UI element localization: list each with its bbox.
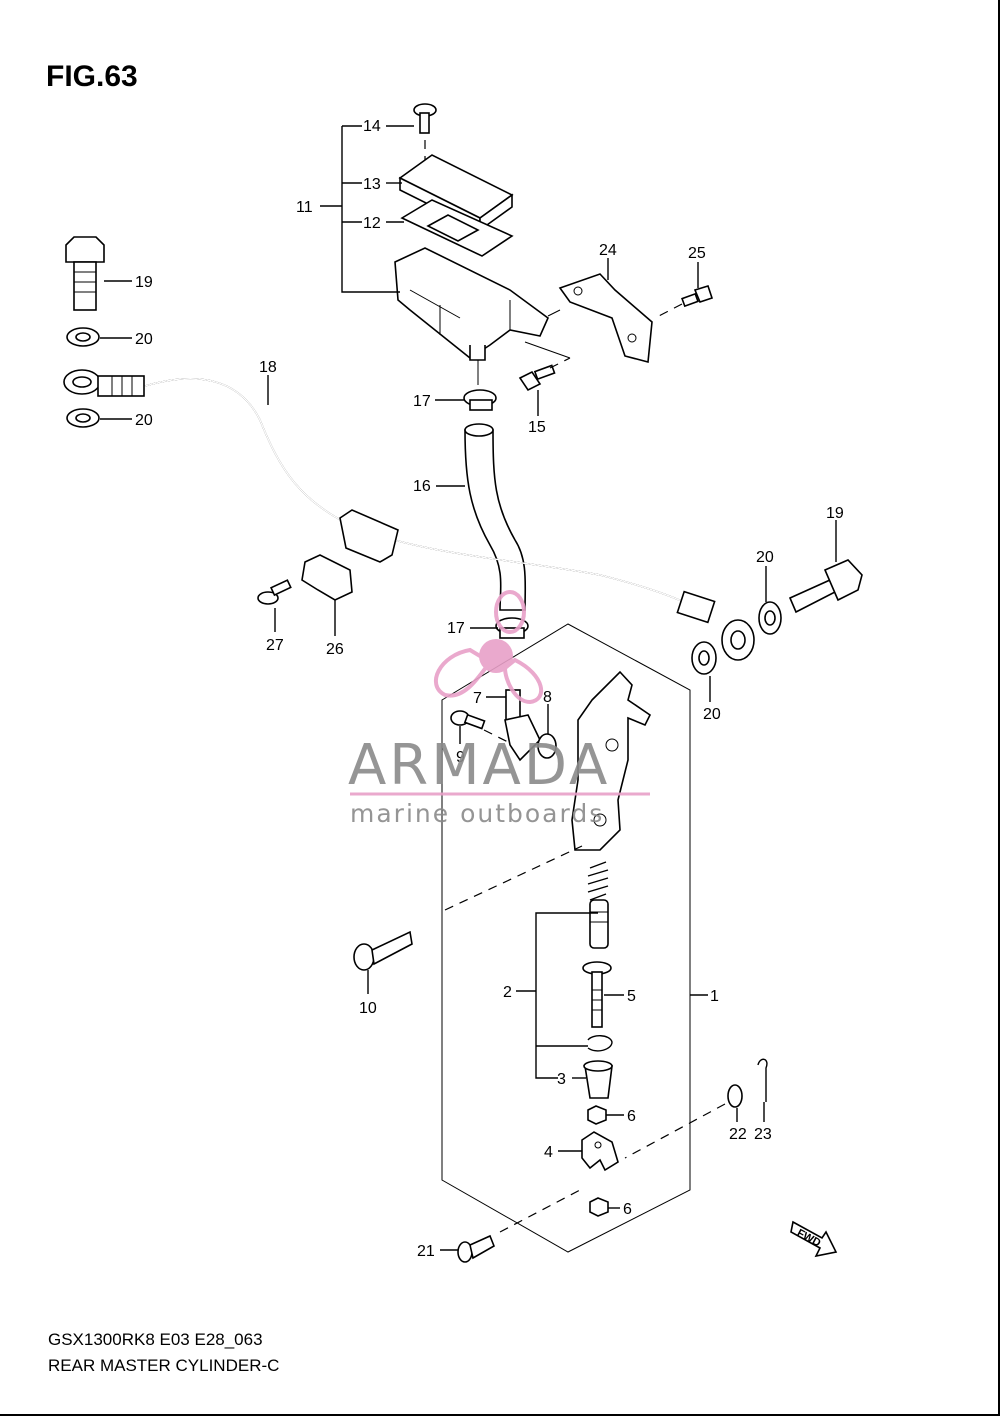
callout-11: 11 bbox=[296, 199, 313, 216]
figure-title: FIG.63 bbox=[46, 60, 138, 93]
callout-4: 4 bbox=[544, 1144, 553, 1161]
callout-20-left-lower: 20 bbox=[135, 412, 153, 429]
part-21-pin bbox=[457, 1189, 581, 1263]
callout-26: 26 bbox=[326, 641, 344, 658]
callout-8: 8 bbox=[543, 689, 552, 706]
part-20-right-washers bbox=[691, 601, 782, 675]
watermark-tagline: marine outboards bbox=[350, 799, 604, 828]
callout-7: 7 bbox=[473, 690, 482, 707]
part-17-upper-clamp bbox=[463, 389, 497, 411]
callout-9: 9 bbox=[456, 749, 465, 766]
watermark-brand: ARMADA bbox=[348, 733, 610, 798]
callout-24: 24 bbox=[599, 242, 617, 259]
part-19-right-banjo-bolt bbox=[788, 559, 863, 614]
callout-16: 16 bbox=[413, 478, 431, 495]
callout-6-lower: 6 bbox=[623, 1201, 632, 1218]
callout-labels: 14 13 11 12 24 25 19 20 18 17 20 15 16 1… bbox=[135, 118, 844, 1260]
part-23-cotter-pin bbox=[757, 1058, 768, 1102]
callout-6-upper: 6 bbox=[627, 1108, 636, 1125]
leader-lines bbox=[100, 125, 837, 1251]
part-10-screw bbox=[353, 845, 583, 971]
callout-3: 3 bbox=[557, 1071, 566, 1088]
callout-17-lower: 17 bbox=[447, 620, 465, 637]
callout-10: 10 bbox=[359, 1000, 377, 1017]
model-code: GSX1300RK8 E03 E28_063 bbox=[48, 1330, 263, 1349]
part-4-clevis bbox=[581, 1131, 619, 1172]
callout-21: 21 bbox=[417, 1243, 435, 1260]
master-cylinder-assembly-outline bbox=[441, 623, 691, 1253]
callout-12: 12 bbox=[363, 215, 381, 232]
part-27-screw bbox=[257, 579, 292, 605]
callout-5: 5 bbox=[627, 988, 636, 1005]
hose-clamp-on-hose bbox=[339, 509, 399, 563]
part-5-push-rod bbox=[582, 961, 612, 1028]
callout-20-right-upper: 20 bbox=[756, 549, 774, 566]
master-cylinder-body bbox=[571, 670, 652, 851]
callout-18: 18 bbox=[259, 359, 277, 376]
callout-2: 2 bbox=[503, 984, 512, 1001]
part-6-lower-nut bbox=[589, 1197, 609, 1217]
part-12-diaphragm bbox=[400, 199, 514, 257]
part-19-left-banjo-bolt bbox=[65, 236, 105, 311]
part-9-screw bbox=[450, 710, 509, 743]
part-25-bolt bbox=[654, 285, 714, 319]
callout-23: 23 bbox=[754, 1126, 772, 1143]
callout-22: 22 bbox=[729, 1126, 747, 1143]
spring bbox=[587, 861, 609, 901]
armada-watermark: ARMADA marine outboards bbox=[348, 590, 650, 828]
part-8-o-ring bbox=[537, 733, 557, 759]
part-14-screw bbox=[413, 103, 437, 170]
callout-13: 13 bbox=[363, 176, 381, 193]
part-20-left-washers bbox=[66, 327, 100, 428]
part-15-bolt bbox=[518, 357, 571, 392]
diagram-name: REAR MASTER CYLINDER-C bbox=[48, 1356, 280, 1375]
part-3-boot bbox=[583, 1060, 613, 1099]
callout-1: 1 bbox=[710, 988, 719, 1005]
callout-19-left: 19 bbox=[135, 274, 153, 291]
callout-20-left-upper: 20 bbox=[135, 331, 153, 348]
fwd-label: FWD bbox=[795, 1227, 823, 1249]
part-16-reservoir-hose bbox=[464, 423, 527, 611]
callout-14: 14 bbox=[363, 118, 381, 135]
part-24-bracket bbox=[558, 273, 653, 364]
propeller-logo-icon bbox=[433, 590, 544, 705]
callout-20-right-lower: 20 bbox=[703, 706, 721, 723]
part-11-reservoir bbox=[394, 247, 549, 361]
part-18-brake-hose bbox=[63, 369, 755, 661]
callout-17-upper: 17 bbox=[413, 393, 431, 410]
part-6-upper-nut bbox=[587, 1105, 607, 1125]
circlip bbox=[587, 1035, 613, 1052]
callout-19-right: 19 bbox=[826, 505, 844, 522]
part-26-clamp bbox=[301, 554, 353, 601]
fwd-arrow-icon: FWD bbox=[790, 1220, 838, 1258]
callout-25: 25 bbox=[688, 245, 706, 262]
part-22-washer bbox=[624, 1084, 743, 1159]
part-2-piston bbox=[589, 899, 609, 949]
callout-27: 27 bbox=[266, 637, 284, 654]
callout-15: 15 bbox=[528, 419, 546, 436]
